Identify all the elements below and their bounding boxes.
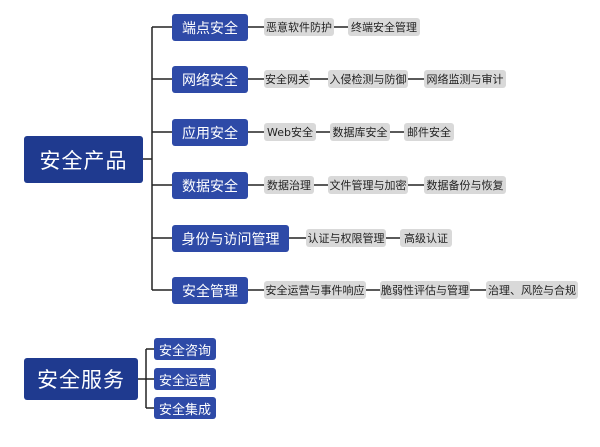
- leaf-intrusion-detection: 入侵检测与防御: [328, 70, 408, 88]
- root-security-services: 安全服务: [24, 358, 138, 400]
- branch-application-security: 应用安全: [172, 119, 248, 146]
- service-operations: 安全运营: [154, 368, 216, 390]
- branch-identity-access: 身份与访问管理: [172, 225, 289, 252]
- branch-security-management: 安全管理: [172, 277, 248, 304]
- branch-network-security: 网络安全: [172, 66, 248, 93]
- leaf-database-security: 数据库安全: [330, 123, 390, 141]
- leaf-malware-protection: 恶意软件防护: [264, 18, 334, 36]
- root-security-products: 安全产品: [24, 136, 143, 183]
- leaf-web-security: Web安全: [264, 123, 316, 141]
- leaf-email-security: 邮件安全: [404, 123, 454, 141]
- service-integration: 安全集成: [154, 397, 216, 419]
- leaf-vulnerability-assessment: 脆弱性评估与管理: [380, 281, 470, 299]
- leaf-data-backup: 数据备份与恢复: [424, 176, 506, 194]
- leaf-security-gateway: 安全网关: [264, 70, 310, 88]
- service-consulting: 安全咨询: [154, 338, 216, 360]
- leaf-network-monitoring: 网络监测与审计: [424, 70, 506, 88]
- leaf-data-governance: 数据治理: [264, 176, 314, 194]
- leaf-auth-permissions: 认证与权限管理: [306, 229, 386, 247]
- leaf-file-encryption: 文件管理与加密: [328, 176, 408, 194]
- leaf-advanced-auth: 高级认证: [400, 229, 452, 247]
- branch-data-security: 数据安全: [172, 172, 248, 199]
- branch-endpoint-security: 端点安全: [172, 14, 248, 41]
- leaf-endpoint-management: 终端安全管理: [348, 18, 420, 36]
- leaf-security-operations: 安全运营与事件响应: [264, 281, 366, 299]
- leaf-grc: 治理、风险与合规: [486, 281, 578, 299]
